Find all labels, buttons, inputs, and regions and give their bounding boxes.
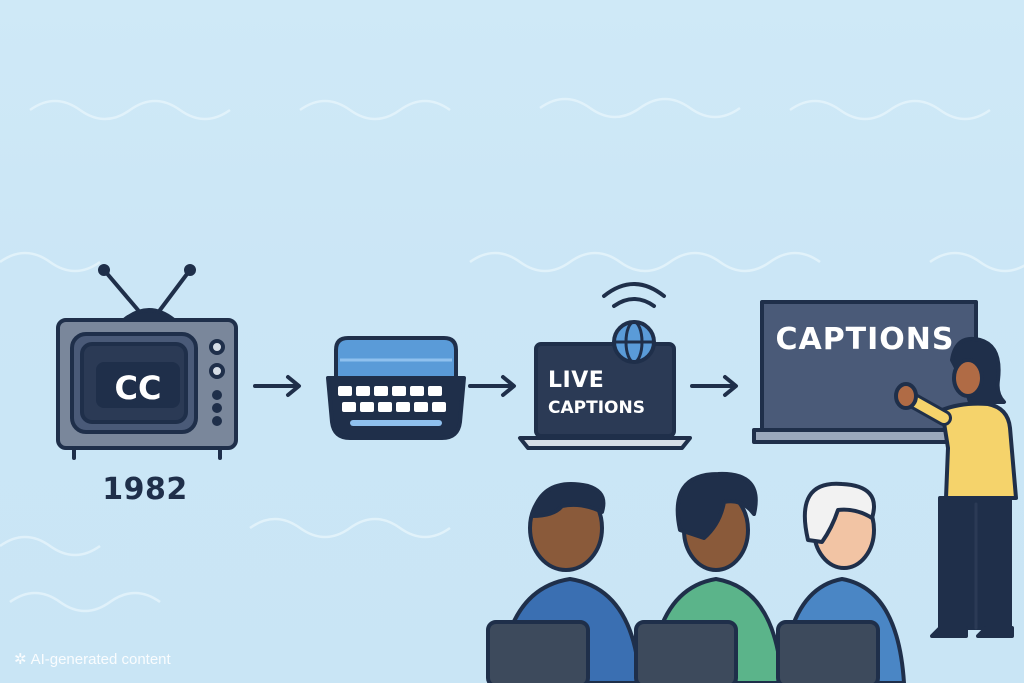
flow-arrow-3: [690, 375, 738, 397]
ai-watermark-text: AI-generated content: [30, 650, 171, 668]
flow-arrow-1: [253, 375, 301, 397]
board-captions-label: CAPTIONS: [775, 322, 955, 357]
television-icon: [56, 264, 238, 460]
laptop-icon: [518, 282, 692, 450]
tv-year-label: 1982: [102, 472, 188, 507]
laptop-label-line2: CAPTIONS: [548, 398, 645, 418]
background-waves: [0, 97, 1024, 613]
chairs: [486, 620, 880, 683]
stenotype-keyboard-icon: [326, 336, 466, 440]
ai-watermark: ✲ AI-generated content: [14, 650, 171, 669]
sparkle-icon: ✲: [14, 651, 27, 668]
presenter-figure: [894, 337, 1018, 638]
tv-screen-label: CC: [114, 369, 162, 407]
flow-arrow-2: [468, 375, 516, 397]
laptop-label-line1: LIVE: [548, 368, 605, 393]
